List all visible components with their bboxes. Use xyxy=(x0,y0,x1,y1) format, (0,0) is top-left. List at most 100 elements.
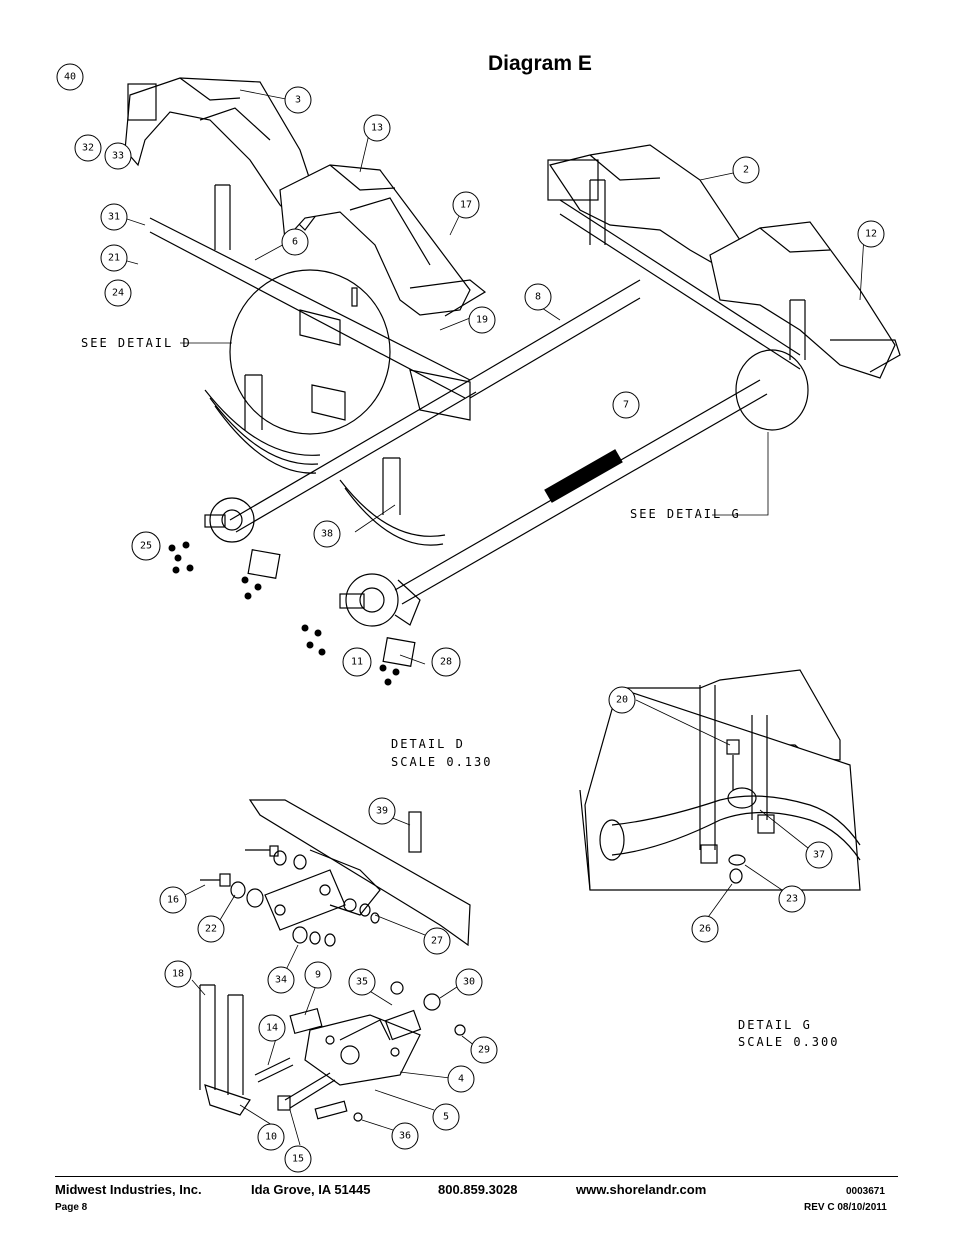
callout-number: 30 xyxy=(463,977,475,988)
detail-d-scale: SCALE 0.130 xyxy=(391,755,492,769)
callout-circle xyxy=(74,134,102,162)
callout-circle xyxy=(284,86,312,114)
callout-circle xyxy=(348,968,376,996)
callout-circle xyxy=(391,1122,419,1150)
callout-number: 31 xyxy=(108,212,120,223)
callout-circle xyxy=(778,885,806,913)
callout-number: 7 xyxy=(623,400,629,411)
callout-number: 21 xyxy=(108,253,120,264)
footer-revision: REV C 08/10/2011 xyxy=(804,1202,887,1213)
callout-number: 40 xyxy=(64,72,76,83)
see-detail-g-label: SEE DETAIL G xyxy=(630,507,741,521)
footer-page-number: Page 8 xyxy=(55,1202,88,1213)
fender-2 xyxy=(547,144,741,271)
tie-plate-lower xyxy=(382,637,416,667)
callout-number: 11 xyxy=(351,657,363,668)
callout-number: 23 xyxy=(786,894,798,905)
callout-circle xyxy=(524,283,552,311)
callout-number: 16 xyxy=(167,895,179,906)
callout-circle xyxy=(342,647,372,677)
callout-number: 12 xyxy=(865,229,877,240)
leader-lines-detail-g xyxy=(635,699,809,921)
decal-upper xyxy=(351,287,358,307)
callout-circle xyxy=(164,960,192,988)
callout-number: 36 xyxy=(399,1131,411,1142)
see-detail-d-label: SEE DETAIL D xyxy=(81,336,192,350)
callout-number: 22 xyxy=(205,924,217,935)
detail-g-title: DETAIL G xyxy=(738,1018,812,1032)
callout-number: 14 xyxy=(266,1023,278,1034)
hardware-nuts xyxy=(168,541,400,686)
callout-circle xyxy=(104,279,132,307)
callout-circle xyxy=(423,927,451,955)
leaf-spring-38 xyxy=(339,457,446,546)
detail-g-circle xyxy=(735,349,809,431)
footer-phone: 800.859.3028 xyxy=(438,1182,518,1197)
callout-number: 25 xyxy=(140,541,152,552)
hub-right xyxy=(339,573,421,627)
callout-circle xyxy=(470,1036,498,1064)
callout-circle xyxy=(368,797,396,825)
callout-circle xyxy=(281,228,309,256)
callout-circle xyxy=(197,915,225,943)
rail-right xyxy=(559,199,801,370)
footer-company: Midwest Industries, Inc. xyxy=(55,1182,202,1197)
u-bolt-upper xyxy=(214,184,231,250)
callout-circle xyxy=(304,961,332,989)
footer-rule xyxy=(55,1176,898,1177)
callout-number: 6 xyxy=(292,237,298,248)
frame-rail-6 xyxy=(149,217,471,421)
callout-number: 26 xyxy=(699,924,711,935)
callout-circle xyxy=(363,114,391,142)
detail-d-assembly xyxy=(199,799,471,1122)
hanger-bracket xyxy=(299,309,341,346)
rail-8 xyxy=(469,279,641,399)
callout-circle xyxy=(267,966,295,994)
callout-circle xyxy=(431,647,461,677)
callout-number: 4 xyxy=(458,1074,464,1085)
callout-number: 9 xyxy=(315,970,321,981)
detail-d-circle xyxy=(229,269,391,435)
callout-circle xyxy=(432,1103,460,1131)
callout-number: 8 xyxy=(535,292,541,303)
callout-circle xyxy=(131,531,161,561)
callout-circle xyxy=(691,915,719,943)
axle-7 xyxy=(394,379,768,605)
callout-circle xyxy=(805,841,833,869)
callout-number: 38 xyxy=(321,529,333,540)
callout-circle xyxy=(257,1123,285,1151)
page-title: Diagram E xyxy=(488,52,592,75)
shackle-plate xyxy=(311,384,346,421)
tie-plate-upper xyxy=(247,549,281,579)
callout-number: 28 xyxy=(440,657,452,668)
callout-number: 37 xyxy=(813,850,825,861)
callout-number: 17 xyxy=(460,200,472,211)
u-bolt-right-rear xyxy=(789,299,806,360)
callout-number: 20 xyxy=(616,695,628,706)
callout-circle xyxy=(452,191,480,219)
callout-circle xyxy=(732,156,760,184)
callout-circle xyxy=(284,1145,312,1173)
callout-circle xyxy=(100,203,128,231)
callout-circle xyxy=(612,391,640,419)
callout-number: 29 xyxy=(478,1045,490,1056)
callout-number: 13 xyxy=(371,123,383,134)
callout-number: 3 xyxy=(295,95,301,106)
callout-circle xyxy=(104,142,132,170)
callout-circle xyxy=(857,220,885,248)
axle-front xyxy=(229,379,477,533)
detail-d-title: DETAIL D xyxy=(391,737,465,751)
callout-circle xyxy=(159,886,187,914)
callout-number: 19 xyxy=(476,315,488,326)
callout-circle xyxy=(468,306,496,334)
footer-location: Ida Grove, IA 51445 xyxy=(251,1182,371,1197)
callout-number: 5 xyxy=(443,1112,449,1123)
callout-circle xyxy=(447,1065,475,1093)
callout-number: 10 xyxy=(265,1132,277,1143)
footer-website: www.shorelandr.com xyxy=(576,1182,707,1197)
callout-number: 27 xyxy=(431,936,443,947)
u-bolt-right xyxy=(589,179,606,245)
callout-circle xyxy=(56,63,84,91)
callout-number: 39 xyxy=(376,806,388,817)
